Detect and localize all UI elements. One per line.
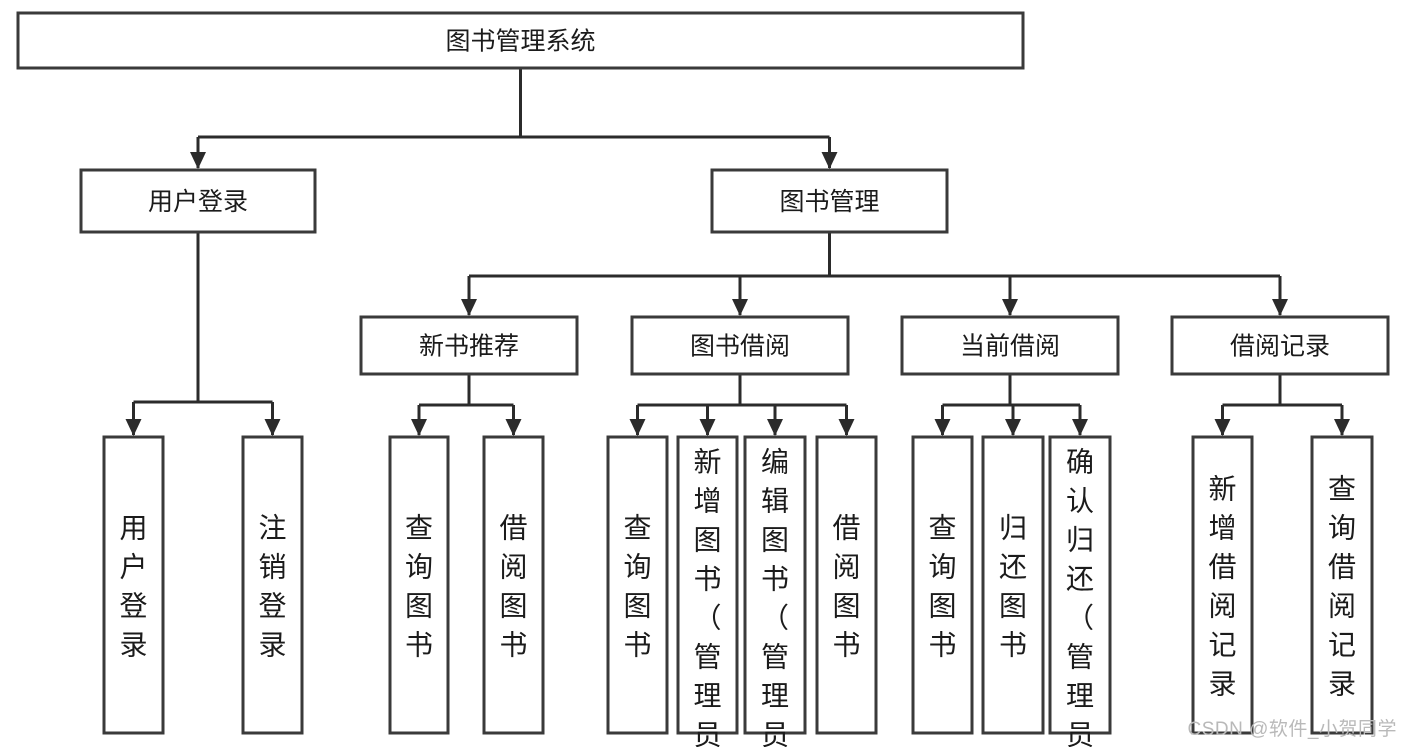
node-level2-0-label: 新书推荐 [419,333,519,361]
node-level2-2-box [900,315,1120,376]
connector-layer [125,68,1350,436]
node-leaf-6[interactable]: 编辑图书（管理员） [743,435,807,747]
node-leaf-11-box [1191,435,1254,735]
node-leaf-11[interactable]: 新增借阅记录 [1191,435,1254,735]
node-leaf-9[interactable]: 归还图书 [981,435,1045,735]
node-leaf-1-label: 注销登录 [258,512,286,660]
node-leaf-4-box [606,435,669,735]
node-leaf-5-label: 新增图书（管理员） [693,446,721,747]
node-leaf-10[interactable]: 确认归还（管理员） [1048,435,1112,747]
node-layer: 图书管理系统用户登录图书管理新书推荐图书借阅当前借阅借阅记录用户登录注销登录查询… [16,11,1390,747]
node-leaf-0-label: 用户登录 [119,512,147,660]
node-leaf-12[interactable]: 查询借阅记录 [1310,435,1374,735]
node-leaf-2-box [388,435,450,735]
node-leaf-0-box [102,435,165,735]
node-level2-1-label: 图书借阅 [690,333,790,361]
node-leaf-6-label: 编辑图书（管理员） [761,446,789,747]
node-root-label: 图书管理系统 [445,28,595,56]
node-leaf-8[interactable]: 查询图书 [911,435,974,735]
node-leaf-6-box [743,435,807,735]
node-level2-1-box [630,315,850,376]
node-level2-3[interactable]: 借阅记录 [1170,315,1390,376]
node-leaf-7-label: 借阅图书 [832,512,860,660]
node-level1-0-label: 用户登录 [148,188,248,216]
node-root[interactable]: 图书管理系统 [16,11,1025,70]
node-leaf-9-box [981,435,1045,735]
node-leaf-1[interactable]: 注销登录 [241,435,304,735]
node-leaf-4[interactable]: 查询图书 [606,435,669,735]
node-leaf-3[interactable]: 借阅图书 [482,435,545,735]
node-leaf-4-label: 查询图书 [623,512,651,660]
node-leaf-1-box [241,435,304,735]
node-leaf-7[interactable]: 借阅图书 [815,435,878,735]
node-level1-1-label: 图书管理 [779,188,879,216]
node-level1-1[interactable]: 图书管理 [710,168,949,234]
node-level1-1-box [710,168,949,234]
node-level2-0-box [359,315,579,376]
node-leaf-9-label: 归还图书 [999,512,1027,660]
node-leaf-11-label: 新增借阅记录 [1208,473,1236,699]
node-leaf-12-label: 查询借阅记录 [1328,473,1356,699]
node-level2-0[interactable]: 新书推荐 [359,315,579,376]
node-leaf-5[interactable]: 新增图书（管理员） [676,435,739,747]
node-level2-1[interactable]: 图书借阅 [630,315,850,376]
node-leaf-10-box [1048,435,1112,735]
node-leaf-12-box [1310,435,1374,735]
node-root-box [16,11,1025,70]
node-leaf-2[interactable]: 查询图书 [388,435,450,735]
node-level2-3-label: 借阅记录 [1230,333,1330,361]
node-leaf-2-label: 查询图书 [405,512,433,660]
node-level2-2[interactable]: 当前借阅 [900,315,1120,376]
node-level2-3-box [1170,315,1390,376]
node-level1-0-box [79,168,317,234]
node-leaf-8-label: 查询图书 [928,512,956,660]
node-level2-2-label: 当前借阅 [960,333,1060,361]
node-leaf-8-box [911,435,974,735]
node-leaf-0[interactable]: 用户登录 [102,435,165,735]
node-leaf-10-label: 确认归还（管理员） [1066,446,1094,747]
node-leaf-3-label: 借阅图书 [499,512,527,660]
node-leaf-7-box [815,435,878,735]
node-level1-0[interactable]: 用户登录 [79,168,317,234]
node-leaf-5-box [676,435,739,735]
node-leaf-3-box [482,435,545,735]
